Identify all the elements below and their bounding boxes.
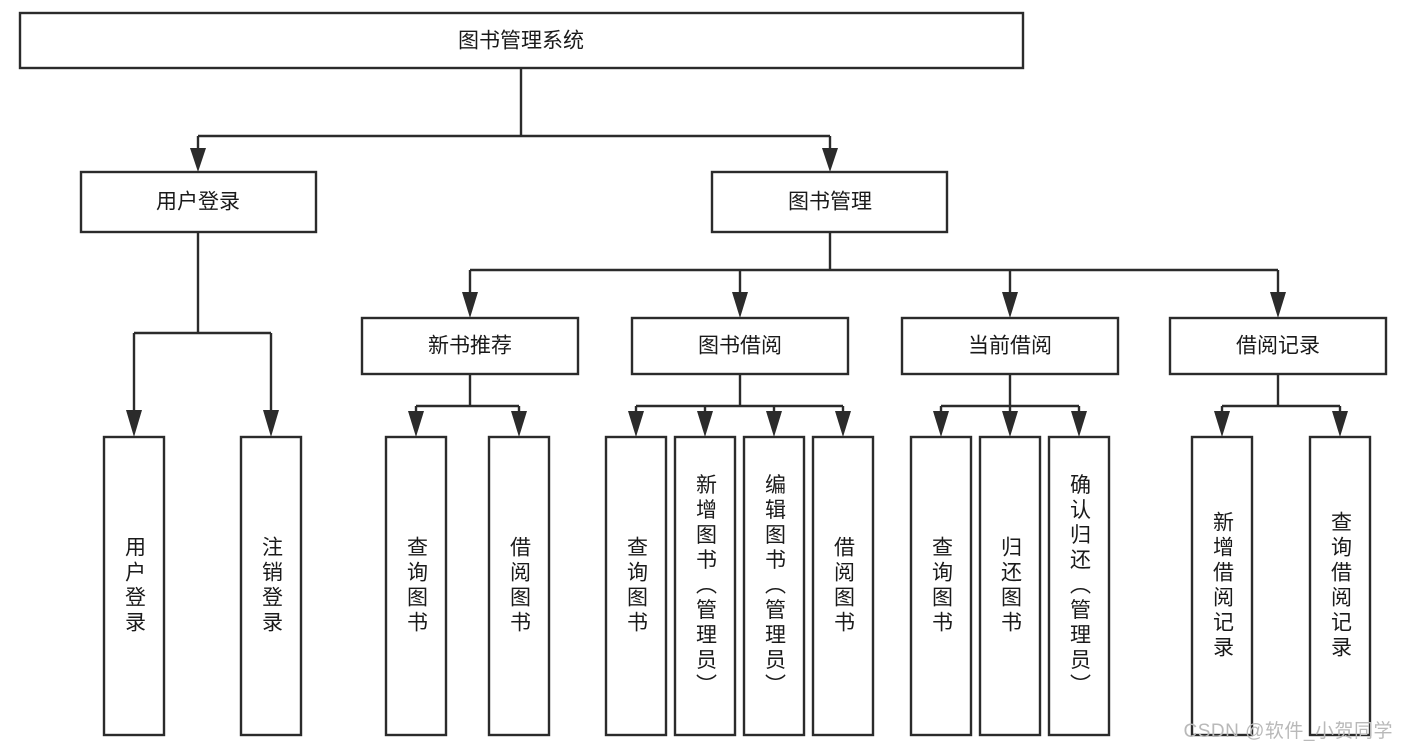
node-leaf-add-record-box[interactable] — [1190, 435, 1254, 737]
node-root-label: 图书管理系统 — [458, 30, 584, 53]
node-leaf-user-login[interactable]: 用户登录 — [102, 435, 166, 737]
node-leaf-edit-book-label: 编辑图书（管理员） — [763, 474, 787, 699]
node-user-login-box[interactable] — [79, 170, 318, 234]
node-leaf-confirm-return-box[interactable] — [1047, 435, 1111, 737]
node-leaf-query-book-2[interactable]: 查询图书 — [604, 435, 668, 737]
node-leaf-add-book-label: 新增图书（管理员） — [694, 474, 718, 699]
node-leaf-logout[interactable]: 注销登录 — [239, 435, 303, 737]
node-borrow-record-box[interactable] — [1168, 316, 1388, 376]
node-leaf-query-book-1-box[interactable] — [384, 435, 448, 737]
node-root-box[interactable] — [18, 11, 1025, 70]
arrowhead-leaf-query-book-2 — [628, 411, 644, 437]
node-book-manage-box[interactable] — [710, 170, 949, 234]
connector-layer — [126, 68, 1348, 437]
arrowhead-leaf-return-book — [1002, 411, 1018, 437]
arrowhead-leaf-query-book-3 — [933, 411, 949, 437]
arrowhead-leaf-user-login — [126, 410, 142, 437]
arrowhead-user-login — [190, 148, 206, 172]
arrowhead-leaf-borrow-book-2 — [835, 411, 851, 437]
node-leaf-edit-book-box[interactable] — [742, 435, 806, 737]
node-leaf-edit-book[interactable]: 编辑图书（管理员） — [742, 435, 806, 737]
arrowhead-borrow-record — [1270, 292, 1286, 318]
arrowhead-book-manage — [822, 148, 838, 172]
node-leaf-query-record[interactable]: 查询借阅记录 — [1308, 435, 1372, 737]
node-root[interactable]: 图书管理系统 — [18, 11, 1025, 70]
arrowhead-leaf-query-book-1 — [408, 411, 424, 437]
arrowhead-leaf-logout — [263, 410, 279, 437]
node-leaf-add-record-label: 新增借阅记录 — [1211, 511, 1235, 661]
node-borrow-record[interactable]: 借阅记录 — [1168, 316, 1388, 376]
node-leaf-logout-box[interactable] — [239, 435, 303, 737]
node-current-borrow[interactable]: 当前借阅 — [900, 316, 1120, 376]
node-leaf-confirm-return-label: 确认归还（管理员） — [1068, 474, 1092, 699]
node-leaf-query-book-1-label: 查询图书 — [405, 536, 429, 636]
node-leaf-borrow-book-1-box[interactable] — [487, 435, 551, 737]
node-leaf-add-book[interactable]: 新增图书（管理员） — [673, 435, 737, 737]
node-leaf-confirm-return[interactable]: 确认归还（管理员） — [1047, 435, 1111, 737]
node-borrow-record-label: 借阅记录 — [1236, 335, 1320, 358]
node-leaf-borrow-book-2-label: 借阅图书 — [832, 536, 856, 636]
node-leaf-borrow-book-1[interactable]: 借阅图书 — [487, 435, 551, 737]
node-leaf-query-book-3-box[interactable] — [909, 435, 973, 737]
node-leaf-borrow-book-2-box[interactable] — [811, 435, 875, 737]
node-leaf-return-book-label: 归还图书 — [999, 536, 1023, 636]
arrowhead-leaf-confirm-return — [1071, 411, 1087, 437]
node-new-book-recommend[interactable]: 新书推荐 — [360, 316, 580, 376]
node-current-borrow-label: 当前借阅 — [968, 335, 1052, 358]
node-leaf-query-book-1[interactable]: 查询图书 — [384, 435, 448, 737]
node-leaf-query-record-label: 查询借阅记录 — [1329, 511, 1353, 661]
node-user-login[interactable]: 用户登录 — [79, 170, 318, 234]
arrowhead-leaf-add-record — [1214, 411, 1230, 437]
node-book-borrow-label: 图书借阅 — [698, 335, 782, 358]
arrowhead-leaf-add-book — [697, 411, 713, 437]
arrowhead-leaf-edit-book — [766, 411, 782, 437]
node-leaf-borrow-book-2[interactable]: 借阅图书 — [811, 435, 875, 737]
node-leaf-return-book[interactable]: 归还图书 — [978, 435, 1042, 737]
arrowhead-leaf-borrow-book-1 — [511, 411, 527, 437]
node-book-manage-label: 图书管理 — [788, 191, 872, 214]
arrowhead-book-borrow — [732, 292, 748, 318]
node-leaf-query-book-2-box[interactable] — [604, 435, 668, 737]
node-leaf-return-book-box[interactable] — [978, 435, 1042, 737]
node-leaf-query-book-3[interactable]: 查询图书 — [909, 435, 973, 737]
node-leaf-query-record-box[interactable] — [1308, 435, 1372, 737]
node-leaf-user-login-box[interactable] — [102, 435, 166, 737]
node-new-book-recommend-box[interactable] — [360, 316, 580, 376]
arrowhead-current-borrow — [1002, 292, 1018, 318]
node-leaf-add-record[interactable]: 新增借阅记录 — [1190, 435, 1254, 737]
node-book-borrow[interactable]: 图书借阅 — [630, 316, 850, 376]
node-book-borrow-box[interactable] — [630, 316, 850, 376]
node-leaf-query-book-3-label: 查询图书 — [930, 536, 954, 636]
arrowhead-leaf-query-record — [1332, 411, 1348, 437]
node-leaf-add-book-box[interactable] — [673, 435, 737, 737]
node-leaf-user-login-label: 用户登录 — [123, 536, 147, 636]
node-current-borrow-box[interactable] — [900, 316, 1120, 376]
node-leaf-borrow-book-1-label: 借阅图书 — [508, 536, 532, 636]
node-new-book-recommend-label: 新书推荐 — [428, 335, 512, 358]
node-leaf-logout-label: 注销登录 — [260, 536, 284, 636]
arrowhead-new-book-recommend — [462, 292, 478, 318]
node-leaf-query-book-2-label: 查询图书 — [625, 536, 649, 636]
node-book-manage[interactable]: 图书管理 — [710, 170, 949, 234]
node-user-login-label: 用户登录 — [156, 191, 240, 214]
